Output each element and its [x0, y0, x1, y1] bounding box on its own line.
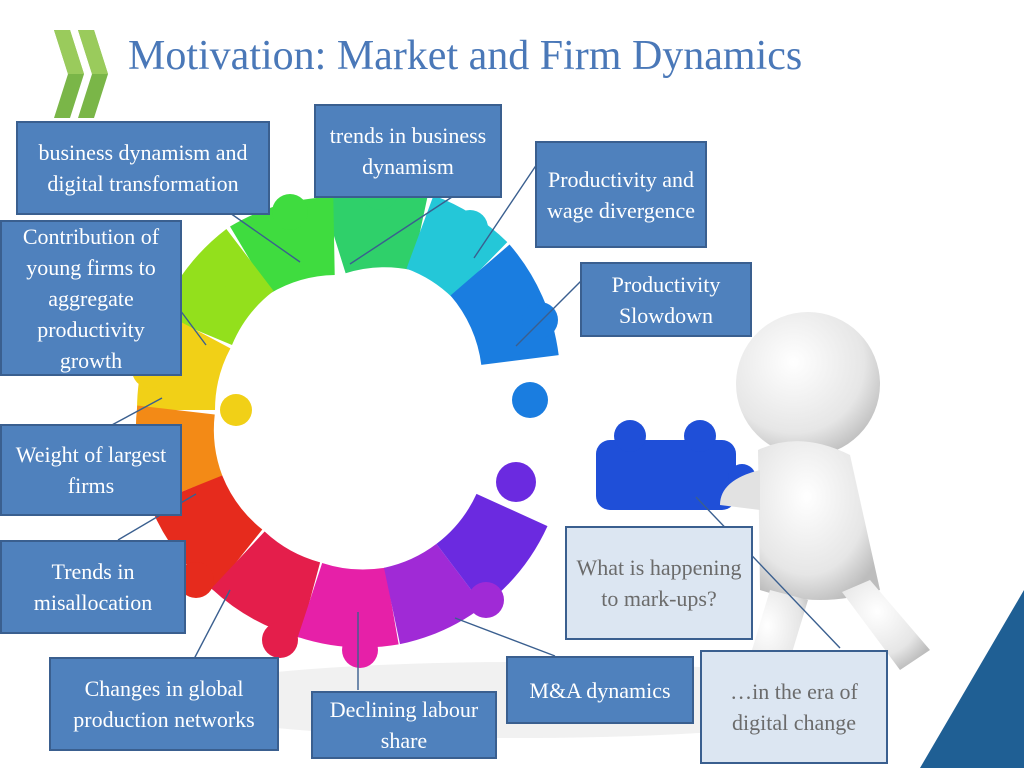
double-chevron-logo-icon — [54, 30, 108, 118]
box-mark-ups: What is happening to mark-ups? — [565, 526, 753, 640]
box-business-dynamism-digital: business dynamism and digital transforma… — [16, 121, 270, 215]
connector-lines — [109, 163, 841, 690]
box-declining-labour-share: Declining labour share — [311, 691, 497, 759]
box-weight-largest-firms: Weight of largest firms — [0, 424, 182, 516]
box-trends-business-dynamism: trends in business dynamism — [314, 104, 502, 198]
slide-title: Motivation: Market and Firm Dynamics — [128, 33, 803, 79]
box-young-firms: Contribution of young firms to aggregate… — [0, 220, 182, 376]
corner-accent — [920, 590, 1024, 768]
box-digital-change: …in the era of digital change — [700, 650, 888, 764]
box-ma-dynamics: M&A dynamics — [506, 656, 694, 724]
figure-character — [720, 312, 930, 702]
box-trends-misallocation: Trends in misallocation — [0, 540, 186, 634]
box-productivity-wage-divergence: Productivity and wage divergence — [535, 141, 707, 248]
box-global-production-networks: Changes in global production networks — [49, 657, 279, 751]
box-productivity-slowdown: Productivity Slowdown — [580, 262, 752, 337]
